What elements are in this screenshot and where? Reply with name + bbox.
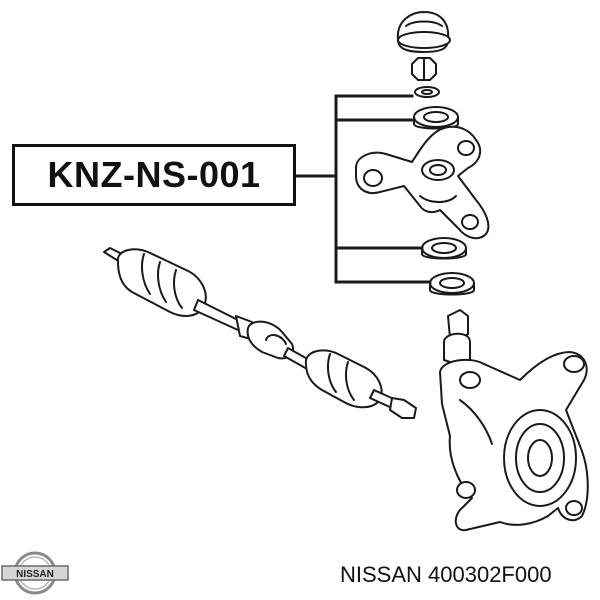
nissan-logo-text: NISSAN [16,569,54,580]
washer-icon [414,86,440,98]
part-number-label: KNZ-NS-001 [12,144,296,206]
steering-knuckle-icon [439,309,589,532]
nissan-logo-icon: NISSAN [0,545,70,595]
bearing-seal-icon [429,272,475,296]
callout-bracket [294,94,432,284]
bearing-ring-icon [421,237,467,260]
nut-icon [411,57,437,81]
reference-caption: NISSAN 400302F000 [340,562,552,587]
bearing-icon [413,106,459,130]
drive-shaft-icon [103,247,417,419]
support-bracket-icon [355,125,490,240]
strut-mount-icon [396,11,451,53]
